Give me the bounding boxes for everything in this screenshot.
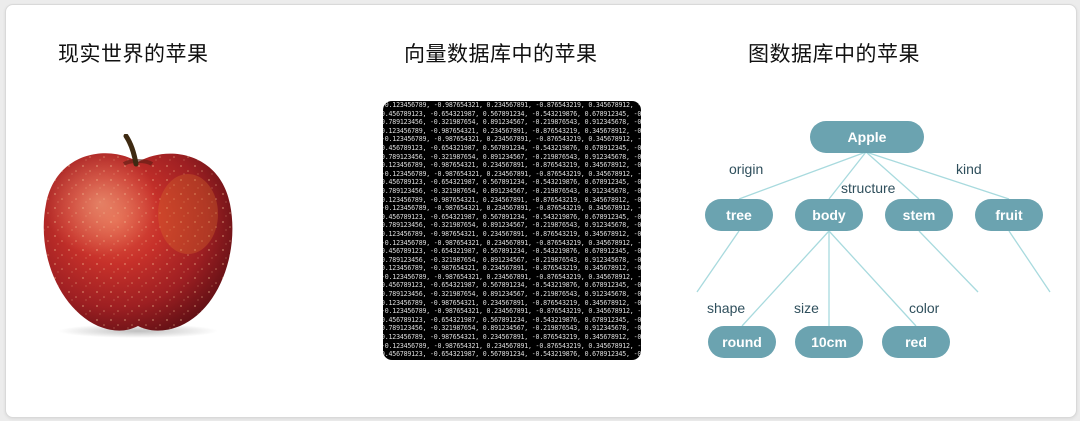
graph-node-fruit: fruit xyxy=(975,199,1043,231)
edge-label-shape: shape xyxy=(707,300,746,316)
edge-label-kind: kind xyxy=(956,161,982,177)
vector-text-row: 0.789123456, -0.321987654, 0.891234567, … xyxy=(383,186,641,195)
vector-text-row: 0.456789123, -0.654321987, 0.567891234, … xyxy=(383,281,641,290)
graph-db-apple-title: 图数据库中的苹果 xyxy=(748,42,920,66)
edge-label-origin: origin xyxy=(729,161,764,177)
vector-text-row: 0.789123456, -0.321987654, 0.891234567, … xyxy=(383,152,641,161)
vector-text-row: 0.456789123, -0.654321987, 0.567891234, … xyxy=(383,247,641,256)
vector-text-row: 0.123456789, -0.987654321, 0.234567891, … xyxy=(383,161,641,170)
vector-text-row: 0.456789123, -0.654321987, 0.567891234, … xyxy=(383,350,641,359)
vector-text-row: 0.456789123, -0.654321987, 0.567891234, … xyxy=(383,212,641,221)
edge-label-color: color xyxy=(909,300,940,316)
vector-text-row: -0.123456789, -0.987654321, 0.234567891,… xyxy=(383,341,641,350)
real-world-apple-title: 现实世界的苹果 xyxy=(58,42,209,66)
edge-label-structure: structure xyxy=(841,180,896,196)
graph-node-stem: stem xyxy=(885,199,953,231)
vector-text-row: 0.456789123, -0.654321987, 0.567891234, … xyxy=(383,315,641,324)
graph-node-body: body xyxy=(795,199,863,231)
vector-db-apple-title: 向量数据库中的苹果 xyxy=(404,42,598,66)
vector-text-row: -0.123456789, -0.987654321, 0.234567891,… xyxy=(383,101,641,109)
graph-node-tree: tree xyxy=(705,199,773,231)
vector-text-row: 0.789123456, -0.321987654, 0.891234567, … xyxy=(383,324,641,333)
vector-embedding-block: -0.123456789, -0.987654321, 0.234567891,… xyxy=(383,101,641,360)
graph-node-10cm: 10cm xyxy=(795,326,863,358)
edge-label-size: size xyxy=(794,300,819,316)
graph-node-round: round xyxy=(708,326,776,358)
vector-text-row: 0.123456789, -0.987654321, 0.234567891, … xyxy=(383,126,641,135)
apple-photo xyxy=(38,133,238,339)
vector-text-row: 0.789123456, -0.321987654, 0.891234567, … xyxy=(383,255,641,264)
vector-text-row: 0.123456789, -0.987654321, 0.234567891, … xyxy=(383,195,641,204)
graph-node-apple: Apple xyxy=(810,121,924,153)
vector-text-row: 0.123456789, -0.987654321, 0.234567891, … xyxy=(383,264,641,273)
graph-node-red: red xyxy=(882,326,950,358)
vector-text-row: -0.123456789, -0.987654321, 0.234567891,… xyxy=(383,135,641,144)
vector-text-row: -0.123456789, -0.987654321, 0.234567891,… xyxy=(383,238,641,247)
vector-text-row: 0.789123456, -0.321987654, 0.891234567, … xyxy=(383,221,641,230)
vector-text-row: 0.456789123, -0.654321987, 0.567891234, … xyxy=(383,143,641,152)
vector-text-row: 0.123456789, -0.987654321, 0.234567891, … xyxy=(383,229,641,238)
vector-text-row: 0.789123456, -0.321987654, 0.891234567, … xyxy=(383,290,641,299)
vector-text-row: 0.456789123, -0.654321987, 0.567891234, … xyxy=(383,178,641,187)
vector-text-row: 0.456789123, -0.654321987, 0.567891234, … xyxy=(383,109,641,118)
vector-text-row: -0.123456789, -0.987654321, 0.234567891,… xyxy=(383,272,641,281)
vector-text-row: 0.123456789, -0.987654321, 0.234567891, … xyxy=(383,298,641,307)
vector-text-row: 0.123456789, -0.987654321, 0.234567891, … xyxy=(383,333,641,342)
vector-text-row: -0.123456789, -0.987654321, 0.234567891,… xyxy=(383,169,641,178)
vector-text-row: -0.123456789, -0.987654321, 0.234567891,… xyxy=(383,204,641,213)
vector-text-row: 0.789123456, -0.321987654, 0.891234567, … xyxy=(383,118,641,127)
vector-text-row: -0.123456789, -0.987654321, 0.234567891,… xyxy=(383,307,641,316)
